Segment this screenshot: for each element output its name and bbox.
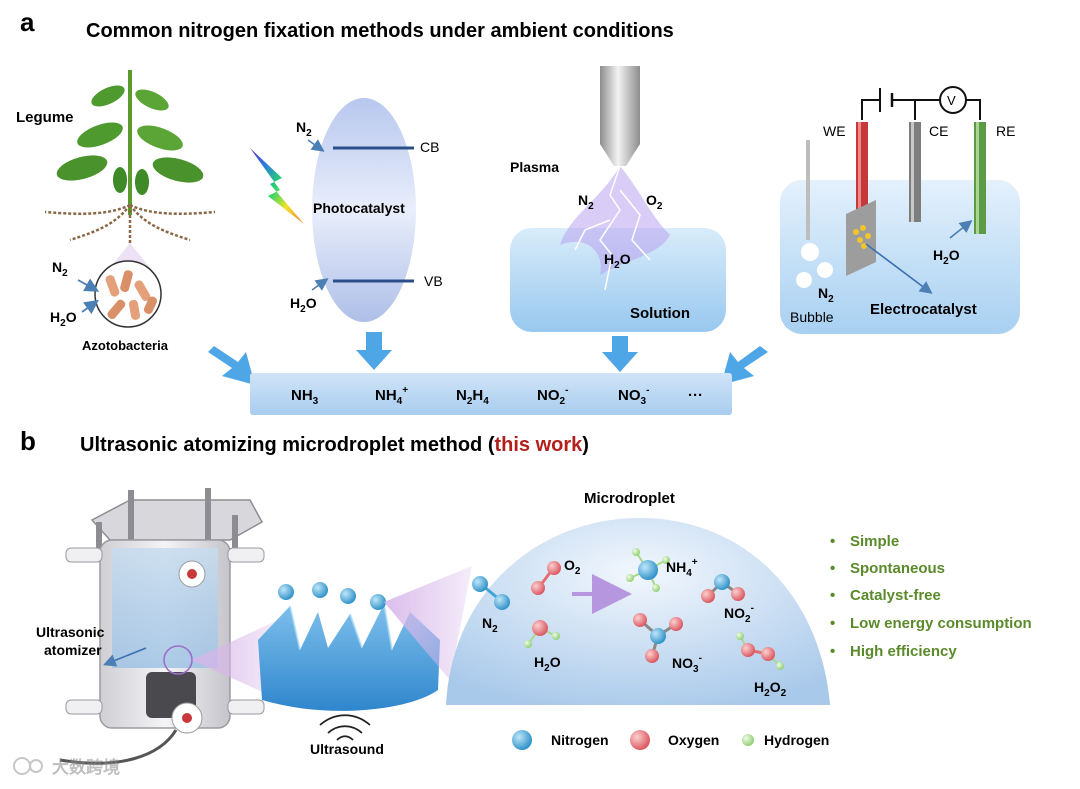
legume-illustration: Legume N2 H2O Azotobacteria — [16, 70, 216, 353]
watermark-logo-icon — [13, 757, 31, 775]
panel-a-letter: a — [20, 7, 35, 37]
feature-item: Low energy consumption — [850, 615, 1032, 632]
voltmeter-label: V — [947, 93, 956, 108]
we-label: WE — [823, 123, 846, 139]
feature-item: High efficiency — [850, 643, 957, 660]
product-nh4: NH4+ — [375, 385, 408, 407]
microdroplet-h2o: H2O — [534, 654, 561, 674]
bubble-label: Bubble — [790, 309, 834, 325]
cb-label: CB — [420, 139, 439, 155]
feature-item: Catalyst-free — [850, 587, 941, 604]
watermark-text: 大数跨境 — [52, 757, 120, 777]
atomizer-label-2: atomizer — [44, 642, 102, 658]
photocatalyst-illustration: CB VB Photocatalyst N2 H2O — [250, 98, 443, 322]
ultrasound-label: Ultrasound — [310, 741, 384, 757]
re-label: RE — [996, 123, 1015, 139]
feature-list: • Simple • Spontaneous • Catalyst-free •… — [830, 533, 1032, 660]
molecule-n2: N2 — [472, 576, 510, 635]
molecule-h2o: H2O — [524, 620, 561, 674]
atomizer-label-1: Ultrasonic — [36, 624, 105, 640]
panel-a-title: Common nitrogen fixation methods under a… — [86, 20, 674, 42]
legend-nitrogen: Nitrogen — [551, 732, 609, 748]
legume-h2o: H2O — [50, 309, 77, 329]
molecule-no3: NO3- — [633, 613, 702, 675]
microdroplet-dome: Microdroplet N2 O2 NH4+ NO2- — [446, 490, 830, 705]
legume-n2: N2 — [52, 259, 68, 279]
feature-bullet: • — [830, 533, 835, 550]
products-bar: NH3 NH4+ N2H4 NO2- NO3- ··· — [250, 373, 732, 415]
photo-n2: N2 — [296, 119, 312, 139]
plasma-illustration: Plasma N2 O2 H2O Solution — [510, 66, 726, 332]
nitrogen-swatch — [512, 730, 532, 750]
photocatalyst-label: Photocatalyst — [313, 200, 405, 216]
product-ellipsis: ··· — [688, 387, 703, 404]
watermark: 大数跨境 — [13, 757, 120, 777]
molecule-nh4: NH4+ — [626, 548, 698, 592]
microdroplet-o2: O2 — [564, 557, 581, 577]
microdroplet-nh4: NH4+ — [666, 557, 698, 579]
product-no3: NO3- — [618, 385, 649, 407]
atomizer-vessel: Ultrasonic atomizer — [36, 488, 265, 765]
plasma-label: Plasma — [510, 159, 559, 175]
molecule-o2: O2 — [531, 557, 581, 595]
ultrasound-wave-icon — [319, 714, 371, 741]
vb-label: VB — [424, 273, 443, 289]
legend-oxygen: Oxygen — [668, 732, 719, 748]
plasma-n2: N2 — [578, 192, 594, 212]
voltmeter-icon — [939, 86, 967, 114]
feature-bullet: • — [830, 643, 835, 660]
product-n2h4: N2H4 — [456, 387, 489, 407]
product-nh3: NH3 — [291, 387, 319, 407]
ce-label: CE — [929, 123, 948, 139]
plasma-o2: O2 — [646, 192, 663, 212]
plasma-h2o: H2O — [604, 251, 631, 271]
feature-bullet: • — [830, 560, 835, 577]
feature-item: Simple — [850, 533, 899, 550]
microdroplet-h2o2: H2O2 — [754, 679, 787, 699]
feature-item: Spontaneous — [850, 560, 945, 577]
microdroplet-n2: N2 — [482, 615, 498, 635]
solution-label: Solution — [630, 305, 690, 322]
microdroplet-no2: NO2- — [724, 603, 754, 625]
atom-legend: Nitrogen Oxygen Hydrogen — [512, 730, 829, 750]
panel-b-title: Ultrasonic atomizing microdroplet method… — [80, 434, 589, 456]
microdroplet-label: Microdroplet — [584, 490, 675, 507]
molecule-no2: NO2- — [701, 574, 754, 625]
legend-hydrogen: Hydrogen — [764, 732, 829, 748]
liquid-surface: Ultrasound — [258, 582, 440, 757]
photo-h2o: H2O — [290, 295, 317, 315]
feature-bullet: • — [830, 587, 835, 604]
product-no2: NO2- — [537, 385, 568, 407]
electro-n2: N2 — [818, 285, 834, 305]
oxygen-swatch — [630, 730, 650, 750]
microdroplet-no3: NO3- — [672, 653, 702, 675]
electrocatalyst-label: Electrocatalyst — [870, 301, 977, 318]
azotobacteria-label: Azotobacteria — [82, 338, 169, 353]
panel-b-letter: b — [20, 426, 36, 456]
legume-label: Legume — [16, 109, 74, 126]
molecule-h2o2: H2O2 — [736, 632, 787, 699]
electro-h2o: H2O — [933, 247, 960, 267]
feature-bullet: • — [830, 615, 835, 632]
electrocatalysis-illustration: V WE CE RE H2O N2 Bubble Electrocatalyst — [780, 86, 1020, 334]
zoom-link-2 — [384, 566, 472, 680]
hydrogen-swatch — [742, 734, 754, 746]
light-bolt-icon — [250, 148, 304, 224]
flow-arrows — [208, 332, 768, 385]
